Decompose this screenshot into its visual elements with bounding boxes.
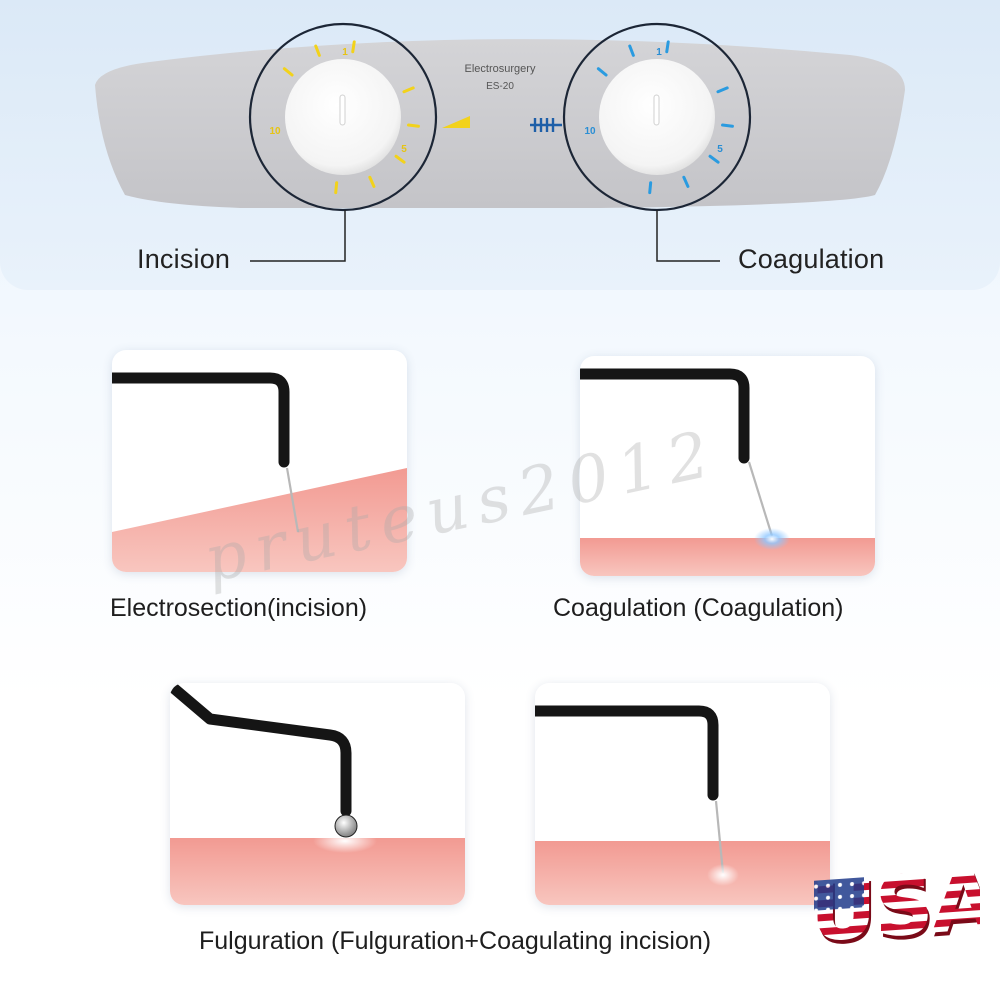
cut-wedge-icon bbox=[442, 116, 470, 128]
scale-tick bbox=[407, 123, 420, 128]
electrode-handle bbox=[580, 368, 750, 464]
coagulation-caption: Coagulation (Coagulation) bbox=[553, 594, 844, 622]
device-brand: Electrosurgery bbox=[465, 63, 536, 75]
needle-tip bbox=[714, 800, 725, 874]
fulguration-ball-card bbox=[170, 683, 465, 905]
scale-tick bbox=[394, 154, 406, 164]
fulguration-needle-card bbox=[535, 683, 830, 905]
incision-scale-max: 10 bbox=[269, 126, 281, 137]
device-model: ES-20 bbox=[486, 81, 514, 92]
scale-tick bbox=[351, 40, 356, 54]
scale-tick bbox=[682, 175, 690, 188]
scale-tick bbox=[716, 86, 729, 94]
scale-tick bbox=[721, 123, 734, 128]
coagulation-scale-mid: 5 bbox=[717, 144, 723, 155]
incision-scale-min: 1 bbox=[342, 47, 348, 58]
scale-tick bbox=[314, 44, 321, 57]
coagulation-card bbox=[580, 356, 875, 576]
coagulation-illustration bbox=[580, 368, 875, 576]
coagulation-knob-pointer bbox=[653, 94, 660, 126]
scale-tick bbox=[282, 67, 294, 77]
fulguration-needle-illustration bbox=[535, 705, 830, 905]
coagulation-callout-line bbox=[656, 210, 720, 262]
incision-scale-ticks bbox=[282, 40, 420, 195]
tissue bbox=[170, 838, 465, 905]
fulguration-caption: Fulguration (Fulguration+Coagulating inc… bbox=[199, 927, 712, 955]
incision-label: Incision bbox=[137, 244, 231, 274]
electrode-handle bbox=[535, 705, 719, 801]
electrosection-illustration bbox=[112, 372, 407, 572]
scale-tick bbox=[334, 181, 339, 195]
incision-callout-line bbox=[250, 210, 346, 262]
usa-badge-stars bbox=[814, 877, 864, 911]
device-control-panel: 1 10 5 Electrosurgery ES-20 1 10 5 bbox=[95, 22, 905, 262]
scale-tick bbox=[708, 154, 720, 164]
scale-tick bbox=[665, 40, 670, 54]
needle-tip bbox=[747, 461, 774, 537]
electrode-handle bbox=[170, 683, 352, 817]
coagulation-scale-ticks bbox=[596, 40, 734, 195]
coag-waveform-icon bbox=[530, 118, 562, 132]
scale-tick bbox=[648, 181, 653, 195]
fulguration-glow bbox=[707, 864, 739, 886]
coagulation-label: Coagulation bbox=[738, 244, 885, 274]
scale-tick bbox=[402, 86, 415, 94]
electrosection-caption: Electrosection(incision) bbox=[110, 594, 368, 622]
needle-tip bbox=[285, 467, 300, 533]
scale-tick bbox=[368, 175, 376, 188]
fulguration-glow bbox=[313, 829, 377, 853]
incision-scale-mid: 5 bbox=[401, 144, 407, 155]
tissue bbox=[112, 468, 407, 572]
incision-knob-ring bbox=[248, 22, 438, 212]
ball-electrode-tip bbox=[334, 814, 358, 838]
tissue bbox=[535, 841, 830, 905]
coagulation-scale-max: 10 bbox=[584, 126, 596, 137]
scale-tick bbox=[596, 67, 608, 77]
coagulation-spark bbox=[754, 528, 790, 550]
incision-knob-pointer bbox=[339, 94, 346, 126]
tissue bbox=[580, 538, 875, 576]
usa-flag-letters-icon: USA USA bbox=[810, 853, 980, 965]
scale-tick bbox=[628, 44, 635, 57]
usa-badge-shadow: USA bbox=[812, 857, 980, 965]
electrode-handle bbox=[112, 372, 290, 468]
coagulation-scale-min: 1 bbox=[656, 47, 662, 58]
electrosection-card bbox=[112, 350, 407, 572]
fulguration-ball-illustration bbox=[170, 683, 465, 905]
